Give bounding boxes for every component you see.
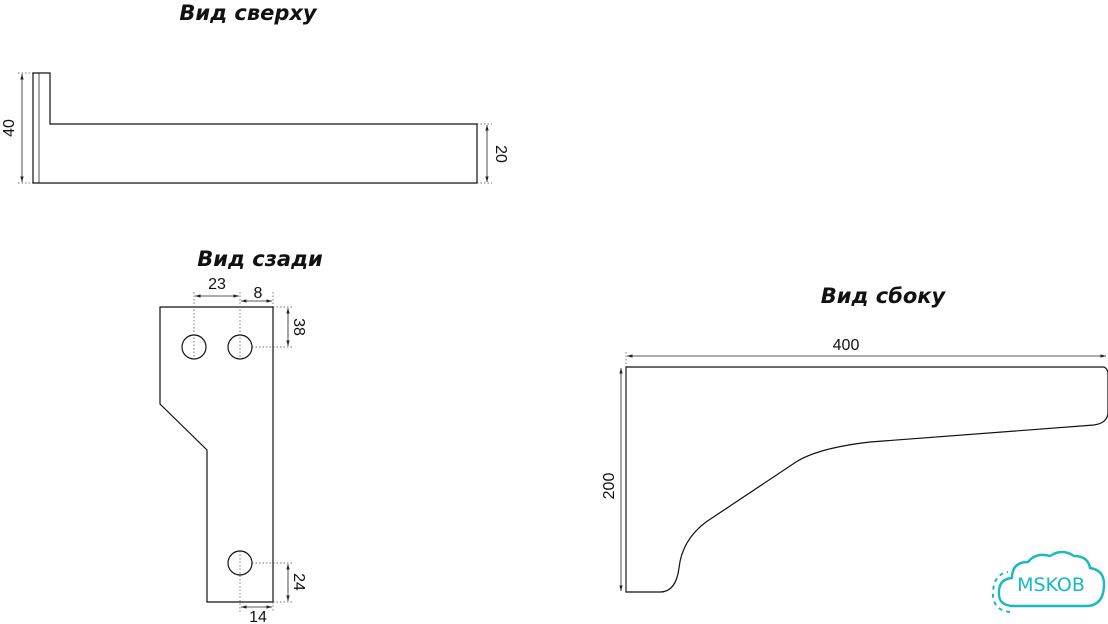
- top-view-outline: [32, 72, 478, 184]
- side-dim-400-label: 400: [833, 337, 860, 354]
- side-dim-200-label: 200: [601, 473, 618, 500]
- back-dim-14-label: 14: [249, 609, 267, 624]
- back-view: Вид сзади 23 8 38 24 14: [159, 247, 323, 624]
- back-view-title: Вид сзади: [197, 247, 323, 271]
- side-view-title: Вид сбоку: [821, 284, 947, 308]
- back-dim-23-label: 23: [208, 276, 226, 293]
- back-dim-38-label: 38: [290, 318, 307, 336]
- top-dim-40-label: 40: [1, 119, 18, 137]
- back-dim-24-label: 24: [290, 573, 307, 591]
- logo: MSKOB: [991, 550, 1106, 613]
- logo-cloud-icon: [997, 550, 1106, 608]
- logo-text: MSKOB: [1017, 574, 1085, 596]
- top-view-title: Вид сверху: [179, 1, 318, 25]
- top-dim-20-label: 20: [492, 145, 509, 163]
- side-view: Вид сбоку 400 200: [601, 284, 1108, 593]
- back-view-outline: [159, 306, 274, 603]
- logo-cloud-outline-icon: [991, 571, 1011, 613]
- top-view: Вид сверху 40 20: [1, 1, 509, 184]
- back-dim-8-label: 8: [254, 285, 263, 302]
